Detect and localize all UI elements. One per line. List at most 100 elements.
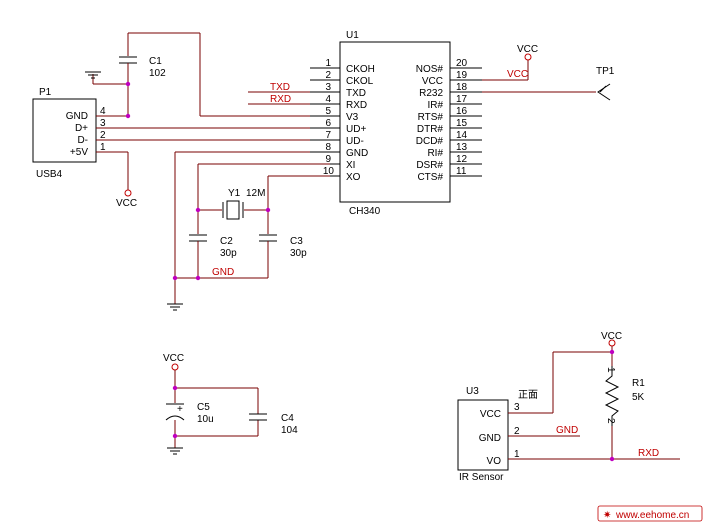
u1-pin-name: V3 — [346, 112, 359, 123]
u1-pin-num: 17 — [456, 94, 468, 105]
junction-dot — [195, 207, 201, 213]
u1-pin-name: CKOL — [346, 76, 374, 87]
u1-pin-name: RXD — [346, 100, 367, 111]
y1-value: 12M — [246, 188, 265, 199]
u1-pin-name: NOS# — [416, 64, 444, 75]
u1-right-pins: 20 19 18 17 16 15 14 13 12 11 NOS# VCC R… — [416, 58, 482, 183]
vcc-label: VCC — [517, 44, 538, 55]
u1-pin-num: 12 — [456, 154, 468, 165]
watermark: ✷ www.eehome.cn — [597, 505, 703, 522]
c2-ref: C2 — [220, 236, 233, 247]
c4-ref: C4 — [281, 413, 294, 424]
u3-pin-name: VCC — [480, 409, 501, 420]
crystal-network — [197, 163, 330, 234]
net-label-gnd: GND — [556, 425, 578, 436]
u1-pin-num: 5 — [325, 106, 331, 117]
connector-p1: P1 USB4 GND D+ D- +5V 4 3 2 1 — [32, 87, 106, 180]
u1-pin-num: 18 — [456, 82, 468, 93]
capacitor-c3: C3 30p — [259, 234, 307, 278]
y1-ref: Y1 — [228, 188, 241, 199]
u1-pin-name: GND — [346, 148, 368, 159]
u1-pin-name: RI# — [427, 148, 443, 159]
u1-pin-num: 16 — [456, 106, 468, 117]
u3-pin-name: GND — [479, 433, 501, 444]
u3-ref: U3 — [466, 386, 479, 397]
u1-pin-name: CTS# — [417, 172, 443, 183]
c3-value: 30p — [290, 248, 307, 259]
ic-u1: U1 CH340 — [339, 30, 451, 217]
c3-ref: C3 — [290, 236, 303, 247]
c1-value: 102 — [149, 68, 166, 79]
p1-ref: P1 — [39, 87, 52, 98]
u3-pin-num: 1 — [514, 449, 520, 460]
u3-wires: GND RXD — [508, 346, 680, 460]
u1-pin-name: RTS# — [418, 112, 444, 123]
junction-dot — [609, 456, 615, 462]
junction-dot — [195, 275, 201, 281]
vcc-symbol-p1: VCC — [116, 189, 137, 209]
u1-pin-name: UD+ — [346, 124, 366, 135]
p1-pin-name-5v: +5V — [70, 147, 88, 158]
u1-pin-name: R232 — [419, 88, 443, 99]
u1-pin-name: CKOH — [346, 64, 375, 75]
p1-pin-num-3: 3 — [100, 118, 106, 129]
junction-dot — [172, 385, 178, 391]
r1-pin1: 1 — [605, 367, 616, 373]
u3-body — [457, 399, 509, 471]
u3-pin-num: 3 — [514, 402, 520, 413]
p1-pin-num-4: 4 — [100, 106, 106, 117]
capacitor-c2: C2 30p — [189, 234, 237, 278]
u1-pin-num: 2 — [325, 70, 331, 81]
c5-polarity: + — [177, 404, 183, 415]
tp1-net: TP1 — [482, 66, 615, 101]
u1-pin-num: 19 — [456, 70, 468, 81]
tp1-ref: TP1 — [596, 66, 615, 77]
r1-value: 5K — [632, 392, 645, 403]
u1-pin-num: 15 — [456, 118, 468, 129]
u1-pin-name: VCC — [422, 76, 443, 87]
u1-pin-num: 11 — [456, 166, 467, 177]
p1-pin-num-2: 2 — [100, 130, 106, 141]
gnd-bus: GND — [167, 267, 268, 311]
p1-name: USB4 — [36, 169, 63, 180]
u1-pin-num: 7 — [325, 130, 331, 141]
u1-pin-name: DCD# — [416, 136, 444, 147]
u1-name: CH340 — [349, 206, 381, 217]
capacitor-c5: + C5 10u — [165, 402, 214, 425]
crystal-y1: Y1 12M — [222, 188, 265, 220]
u1-pin-num: 8 — [325, 142, 331, 153]
p1-body — [32, 98, 97, 163]
junction-dot — [172, 275, 178, 281]
vcc-label: VCC — [601, 331, 622, 342]
ground-symbol-c1 — [85, 71, 101, 79]
u1-pin-num: 6 — [325, 118, 331, 129]
net-label-gnd: GND — [212, 267, 234, 278]
p1-pin-name-dminus: D- — [77, 135, 88, 146]
junction-dot — [125, 81, 131, 87]
vcc-label: VCC — [163, 353, 184, 364]
u1-pin-num: 1 — [325, 58, 331, 69]
u1-left-pins: 1 2 3 4 5 6 7 8 9 10 CKOH CKOL TXD RXD V… — [310, 58, 375, 183]
net-label-vcc: VCC — [507, 69, 528, 80]
u1-pin-num: 3 — [325, 82, 331, 93]
u1-pin-name: DTR# — [417, 124, 444, 135]
u3-annotation: 正面 — [518, 390, 538, 401]
u1-pin-num: 4 — [325, 94, 331, 105]
net-label-rxd: RXD — [638, 448, 659, 459]
vcc-symbol-r1: VCC — [601, 331, 622, 347]
u1-pin-name: UD- — [346, 136, 364, 147]
u1-pin-num: 14 — [456, 130, 468, 141]
u1-pin-name: XI — [346, 160, 355, 171]
p1-pin-name-dplus: D+ — [75, 123, 88, 134]
capacitor-c1: C1 102 — [119, 56, 166, 79]
u1-pin-name: DSR# — [416, 160, 443, 171]
u1-body — [339, 41, 451, 203]
decoupling-section: VCC — [163, 353, 259, 455]
net-label-rxd: RXD — [270, 94, 291, 105]
c5-value: 10u — [197, 414, 214, 425]
junction-dot — [172, 433, 178, 439]
u3-name: IR Sensor — [459, 472, 504, 483]
c5-ref: C5 — [197, 402, 210, 413]
u1-pin-name: IR# — [427, 100, 443, 111]
